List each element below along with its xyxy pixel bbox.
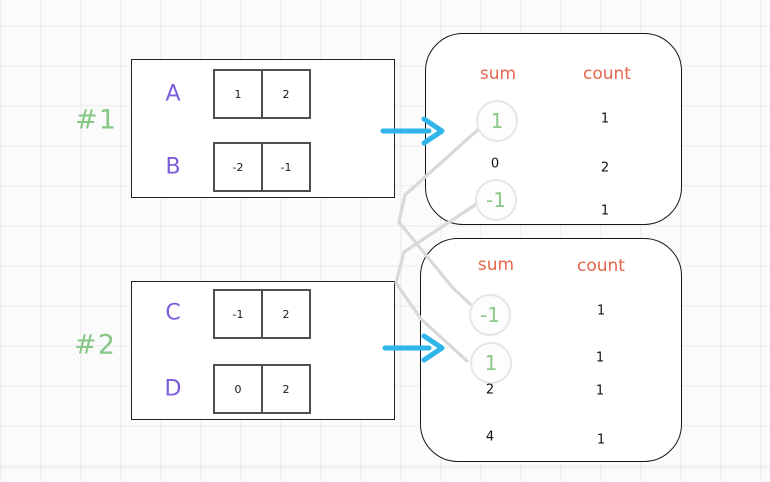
array-d-label: D	[164, 376, 182, 402]
array-c-label: C	[165, 300, 181, 326]
result-2-count-header: count	[577, 256, 625, 276]
array-a-cell-0: 1	[213, 69, 263, 119]
array-c-cell-0: -1	[213, 289, 263, 339]
result-1-sum-header: sum	[479, 64, 517, 84]
result-table-2: sum count -1 1 1 1 2 1 4 1	[420, 238, 682, 462]
result-2-row-0-count: 1	[596, 303, 606, 319]
result-1-row-1-sum: 0	[490, 156, 500, 172]
result-1-row-0-sum: 1	[490, 109, 504, 133]
result-1-row-2-sum: -1	[486, 188, 506, 212]
array-c-cell-1: 2	[261, 289, 311, 339]
array-b-cell-0: -2	[213, 142, 263, 192]
array-a-label: A	[165, 81, 181, 107]
result-2-sum-header: sum	[477, 255, 515, 275]
group-2-label: #2	[74, 329, 116, 361]
array-b-label: B	[165, 154, 181, 180]
result-1-row-2-count: 1	[600, 203, 610, 219]
result-2-row-1-sum: 1	[484, 351, 498, 375]
array-b-cell-1: -1	[261, 142, 311, 192]
result-2-row-3-sum: 4	[485, 429, 495, 445]
group-1-label: #1	[75, 104, 117, 136]
array-d-cell-0: 0	[213, 364, 263, 414]
array-d-cells: 0 2	[213, 364, 311, 414]
group-1-array-box: A 1 2 B -2 -1	[131, 59, 395, 198]
result-1-row-1-count: 2	[600, 160, 610, 176]
result-1-row-0-sum-highlight-circle: 1	[476, 100, 518, 142]
result-1-row-2-sum-highlight-circle: -1	[475, 179, 517, 221]
result-1-count-header: count	[583, 64, 631, 84]
array-a-cells: 1 2	[213, 69, 311, 119]
result-2-row-0-sum: -1	[480, 303, 500, 327]
group-2-array-box: C -1 2 D 0 2	[131, 281, 395, 420]
result-2-row-3-count: 1	[596, 432, 606, 448]
result-2-row-2-sum: 2	[485, 382, 495, 398]
array-d-cell-1: 2	[261, 364, 311, 414]
result-2-row-1-count: 1	[595, 350, 605, 366]
result-2-row-1-sum-highlight-circle: 1	[470, 342, 512, 384]
result-2-row-0-sum-highlight-circle: -1	[469, 294, 511, 336]
array-a-cell-1: 2	[261, 69, 311, 119]
array-b-cells: -2 -1	[213, 142, 311, 192]
result-2-row-2-count: 1	[595, 383, 605, 399]
array-c-cells: -1 2	[213, 289, 311, 339]
result-table-1: sum count 1 1 0 2 -1 1	[425, 33, 682, 225]
result-1-row-0-count: 1	[600, 111, 610, 127]
